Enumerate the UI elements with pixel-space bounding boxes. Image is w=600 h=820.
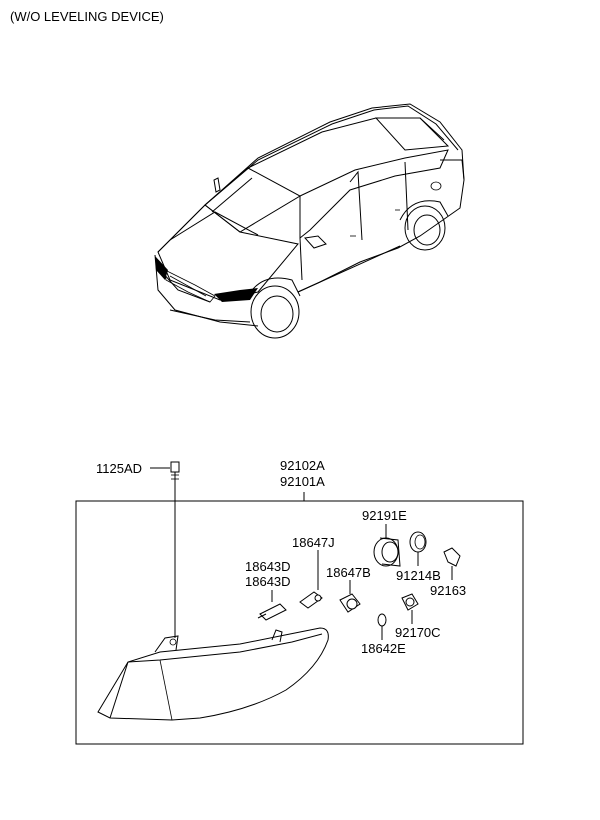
callout-92170C: 92170C — [395, 625, 441, 640]
assembly-frame — [75, 500, 524, 745]
bulb-18643D — [257, 590, 287, 621]
callout-18647J: 18647J — [292, 535, 335, 550]
callout-92102A: 92102A — [280, 458, 325, 473]
bolt-1125AD — [150, 461, 180, 638]
diagram-title: (W/O LEVELING DEVICE) — [10, 9, 164, 24]
callout-18643D-1: 18643D — [245, 559, 291, 574]
callout-18643D-2: 18643D — [245, 574, 291, 589]
callout-18642E: 18642E — [361, 641, 406, 656]
bulb-18647J — [299, 550, 323, 609]
callout-91214B: 91214B — [396, 568, 441, 583]
bulb-18647B — [339, 580, 361, 613]
cap-92191E — [373, 524, 401, 567]
headlamp-housing — [97, 627, 329, 721]
car-illustration — [154, 103, 465, 339]
callout-92191E: 92191E — [362, 508, 407, 523]
callout-92101A: 92101A — [280, 474, 325, 489]
callout-92163: 92163 — [430, 583, 467, 598]
bulb-18642E — [377, 613, 387, 640]
callout-18647B: 18647B — [326, 565, 371, 580]
cap-91214B — [409, 531, 427, 566]
callout-1125AD: 1125AD — [96, 461, 143, 476]
socket-92170C — [401, 593, 419, 624]
holder-92163 — [443, 547, 461, 580]
